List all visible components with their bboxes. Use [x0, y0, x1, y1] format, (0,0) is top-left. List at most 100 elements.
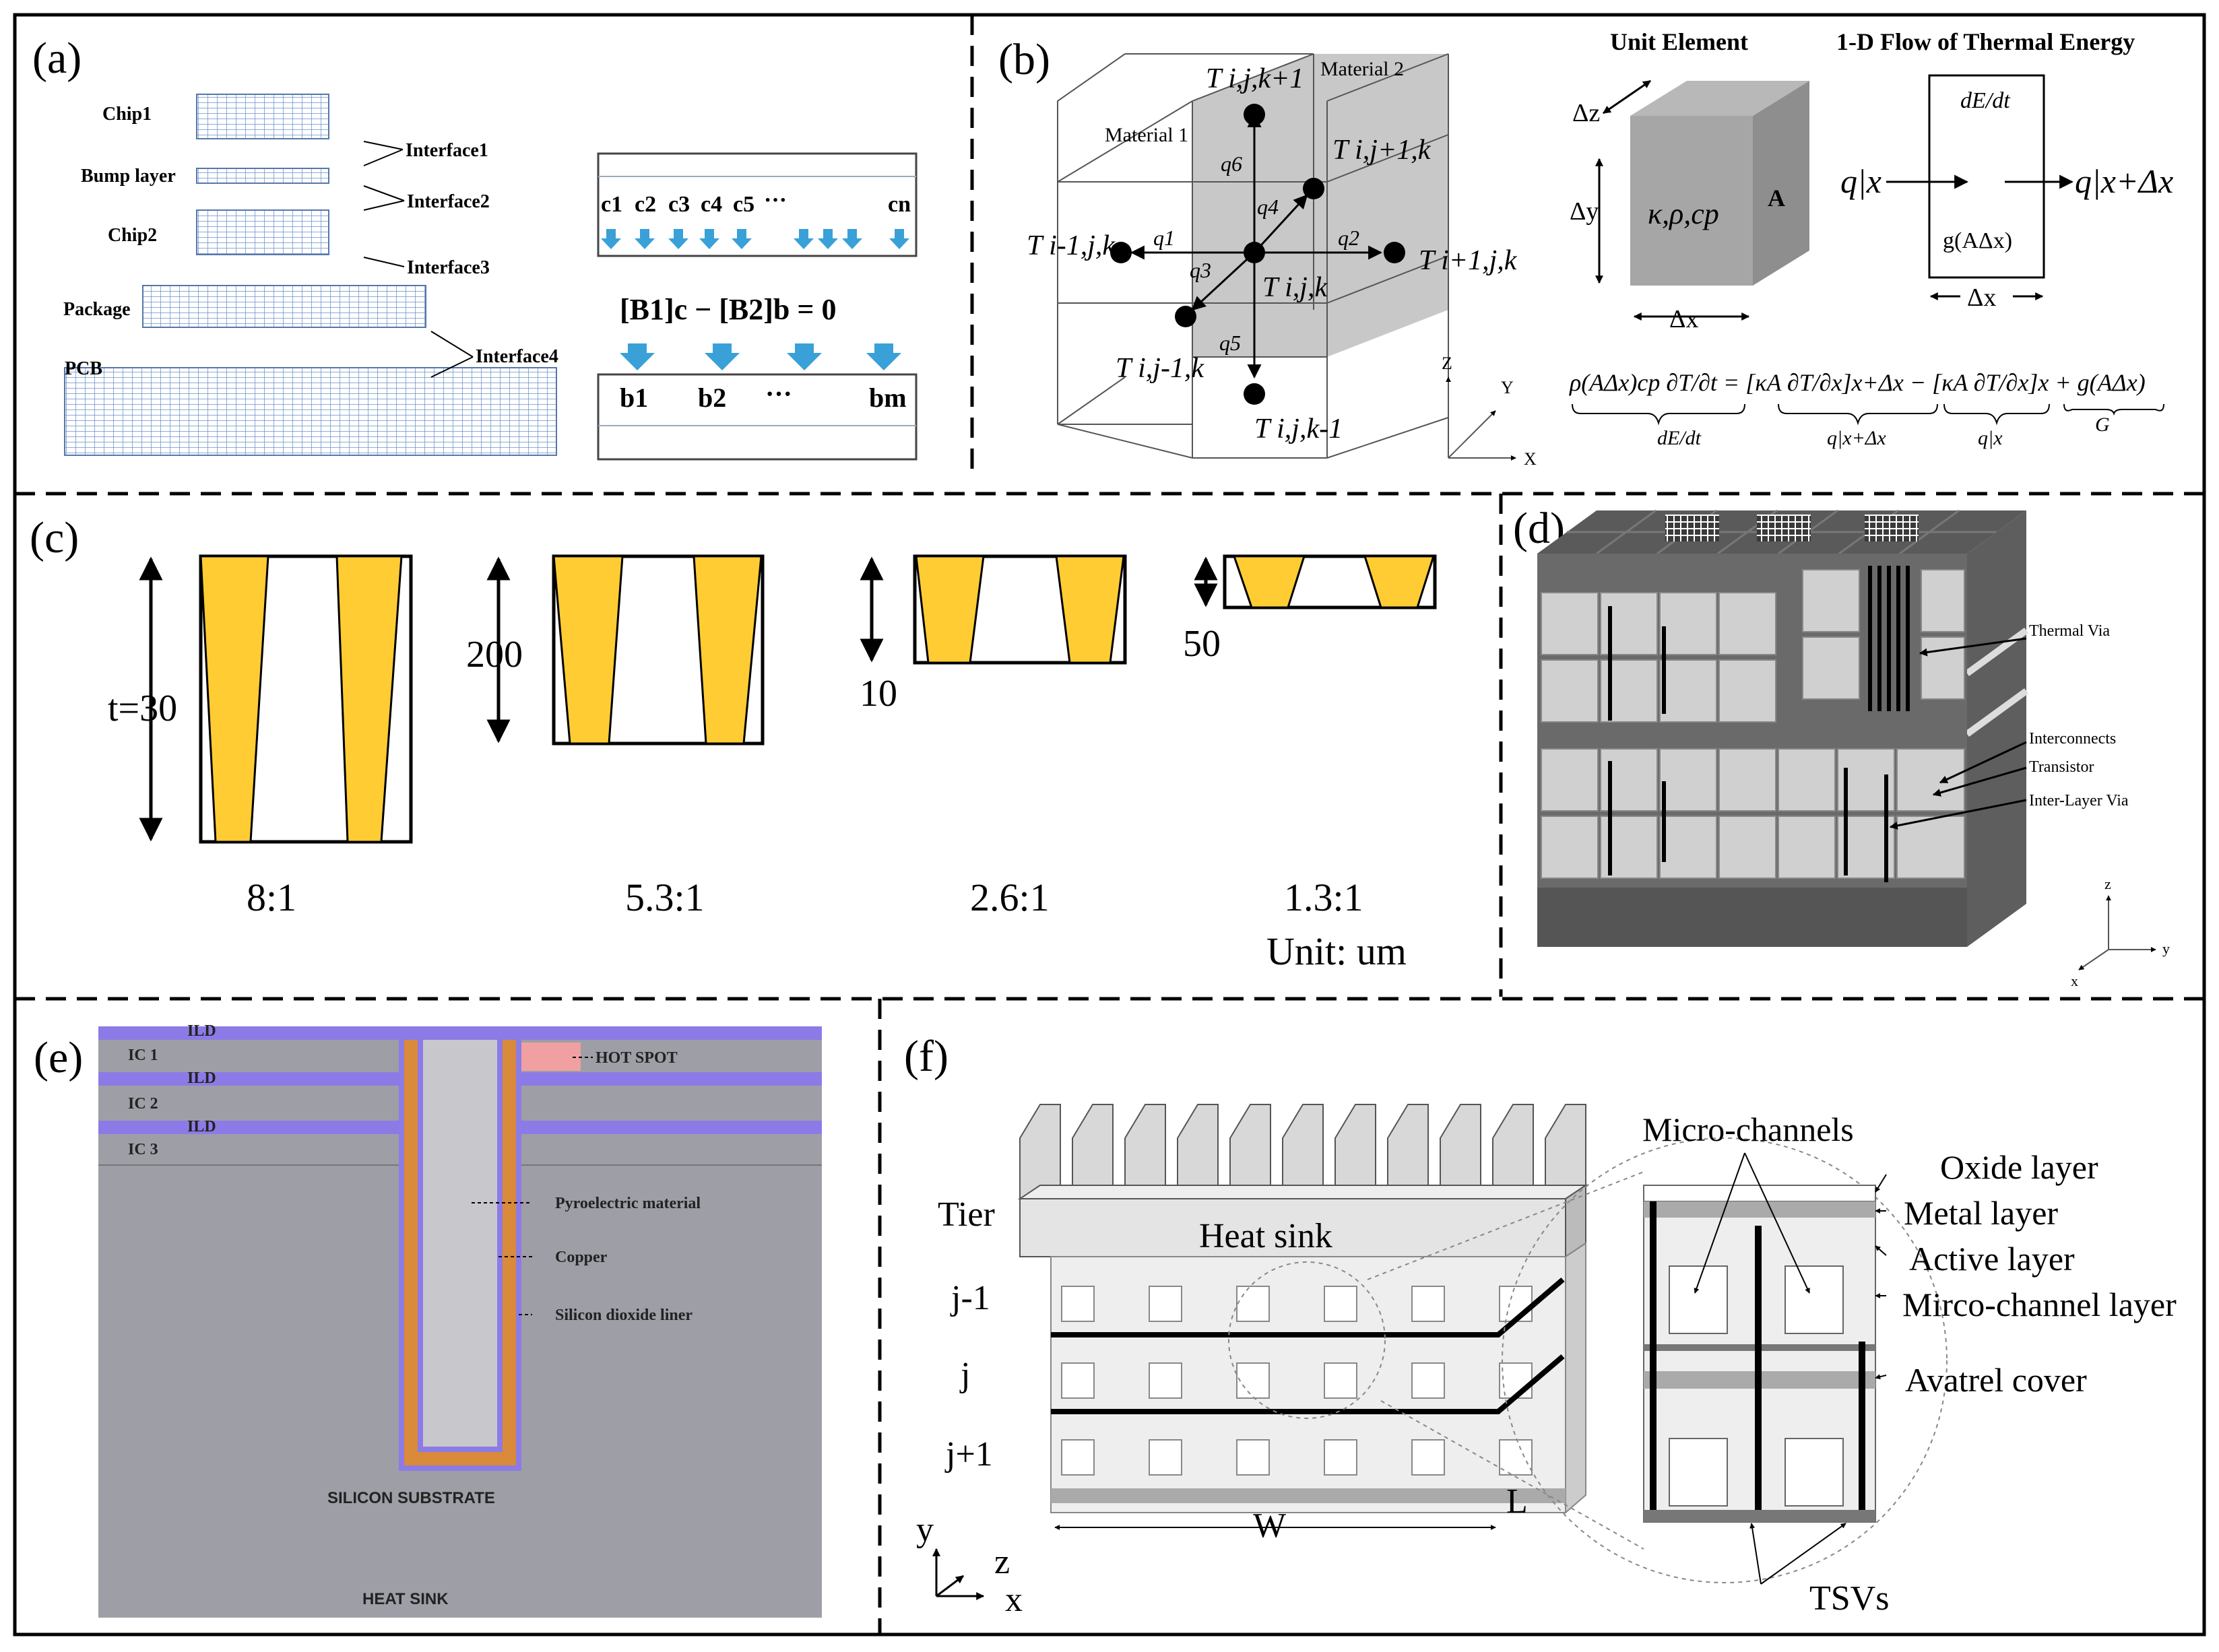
b-label: b2	[698, 383, 726, 413]
heat-sink-label: HEAT SINK	[362, 1590, 449, 1608]
ratio-label: 5.3:1	[625, 875, 705, 919]
ild-layer	[98, 1026, 822, 1040]
material2-label: Material 2	[1320, 58, 1404, 80]
ratio-label: 2.6:1	[970, 875, 1050, 919]
cube-top	[1630, 81, 1809, 116]
equation-braces	[1572, 403, 2164, 426]
tier-label: Tier	[938, 1195, 995, 1234]
b-label: b1	[620, 383, 648, 413]
d-callout: Inter-Layer Via	[2029, 792, 2129, 810]
panel-a-label: (a)	[32, 34, 82, 83]
c-labels: c1 c2 c3 c4 c5 ··· cn	[601, 188, 911, 217]
thermal-via-grid	[1865, 515, 1919, 541]
axis-label: x	[1005, 1581, 1023, 1619]
layer-bump: Bump layer	[81, 166, 176, 187]
e-callout: Silicon dioxide liner	[555, 1307, 693, 1324]
c-label: ···	[764, 188, 787, 213]
tier-labels: Tier j-1 j j+1	[938, 1195, 995, 1474]
interface1-label: Interface1	[406, 140, 488, 161]
c-label: cn	[888, 192, 911, 217]
c-label: c1	[601, 192, 622, 217]
e-layer-label: IC 3	[128, 1141, 158, 1158]
d-callout-leaders	[1889, 637, 2027, 830]
dim-l: L	[1506, 1482, 1528, 1521]
node-label: T i,j+1,k	[1332, 135, 1432, 166]
e-callout: Pyroelectric material	[555, 1195, 701, 1212]
panel-e: (e) ILD IC 1 ILD IC 2 ILD IC 3 HOT SPOT …	[34, 1022, 822, 1618]
equation-terms: dE/dt q|x+Δx q|x G	[1657, 414, 2110, 449]
package-block	[142, 285, 426, 328]
tier-label: j-1	[950, 1279, 990, 1317]
flow-gen: g(AΔx)	[1943, 228, 2012, 253]
via-shape	[1055, 555, 1125, 664]
substrate-band	[1537, 888, 1967, 947]
e-layer-label: IC 1	[128, 1047, 158, 1064]
via-shape	[693, 555, 763, 745]
panel-b-label: (b)	[998, 35, 1050, 84]
node-label: T i,j,k	[1262, 272, 1328, 303]
ratio-labels: 8:1 5.3:1 2.6:1 1.3:1	[247, 875, 1363, 919]
c-label: c2	[635, 192, 656, 217]
flow-dEdt: dE/dt	[1960, 88, 2011, 113]
node-label: T i,j,k-1	[1254, 414, 1343, 444]
equation-term: q|x	[1978, 427, 2003, 449]
micro-channels-label: Micro-channels	[1642, 1111, 1854, 1148]
node-label: T i,j,k+1	[1206, 63, 1304, 94]
dim-label: Δy	[1570, 197, 1599, 226]
flux-label: q1	[1153, 226, 1175, 250]
material1-label: Material 1	[1105, 124, 1188, 146]
height-label: 200	[466, 634, 523, 675]
panel-a: (a) Chip1 Bump layer Chip2 Package PCB I…	[32, 34, 918, 461]
c-label: c4	[701, 192, 722, 217]
panel-f-label: (f)	[904, 1032, 948, 1081]
chip-side-face	[1967, 510, 2026, 947]
d-callout: Interconnects	[2029, 730, 2116, 748]
interface-leaders	[363, 141, 474, 378]
f-detail-leaders	[1694, 1152, 1887, 1585]
equation-term: G	[2095, 414, 2110, 436]
f-layer-labels: Oxide layer Metal layer Active layer Mir…	[1902, 1148, 2177, 1399]
zoom-detail-circle	[1502, 1137, 1948, 1583]
e-callout: Copper	[555, 1249, 608, 1266]
via-shape	[335, 555, 403, 843]
tier-boundary	[1051, 1354, 1565, 1414]
e-callout: HOT SPOT	[596, 1049, 678, 1067]
e-layer-label: ILD	[187, 1022, 216, 1040]
flux-label: q5	[1219, 331, 1241, 355]
substrate-label: SILICON SUBSTRATE	[327, 1489, 495, 1507]
node-label: T i-1,j,k	[1027, 230, 1116, 261]
flux-labels: q6 q4 q1 q2 q3 q5	[1153, 152, 1359, 355]
flow-q-out: q|x+Δx	[2075, 162, 2173, 200]
ratio-label: 1.3:1	[1284, 875, 1363, 919]
c-label: c5	[733, 192, 754, 217]
material2-region	[1192, 54, 1448, 357]
e-callouts: HOT SPOT Pyroelectric material Copper Si…	[555, 1049, 701, 1324]
panel-c-label: (c)	[30, 513, 79, 562]
via-shape	[199, 555, 269, 843]
flow-title: 1-D Flow of Thermal Energy	[1836, 28, 2135, 55]
equation-term: q|x+Δx	[1827, 427, 1886, 449]
axis-label: y	[2162, 940, 2170, 957]
flow-box	[1928, 74, 2045, 279]
dim-label: Δz	[1572, 99, 1600, 127]
flux-label: q2	[1338, 226, 1359, 250]
heat-sink-base	[1019, 1198, 1566, 1257]
e-layer-label: ILD	[187, 1069, 216, 1087]
via-shape	[1232, 555, 1306, 609]
flux-label: q3	[1190, 258, 1211, 282]
frame	[13, 13, 2206, 1637]
pcb-block	[64, 367, 557, 456]
e-layer-labels: ILD IC 1 ILD IC 2 ILD IC 3	[128, 1022, 216, 1158]
interface4-label: Interface4	[476, 346, 558, 367]
f-layer-label: Mirco-channel layer	[1902, 1286, 2177, 1323]
panel-d: (d)	[1513, 504, 2170, 989]
detail-tsvs	[1650, 1201, 1865, 1510]
axis-label: z	[2104, 875, 2111, 892]
tsvs-label: TSVs	[1809, 1579, 1889, 1618]
layer-chip1: Chip1	[102, 104, 152, 125]
f-axes	[932, 1548, 985, 1600]
c-arrows	[601, 229, 909, 249]
layer-package: Package	[63, 299, 131, 320]
via-shape	[552, 555, 624, 745]
bump-layer-block	[196, 168, 329, 184]
